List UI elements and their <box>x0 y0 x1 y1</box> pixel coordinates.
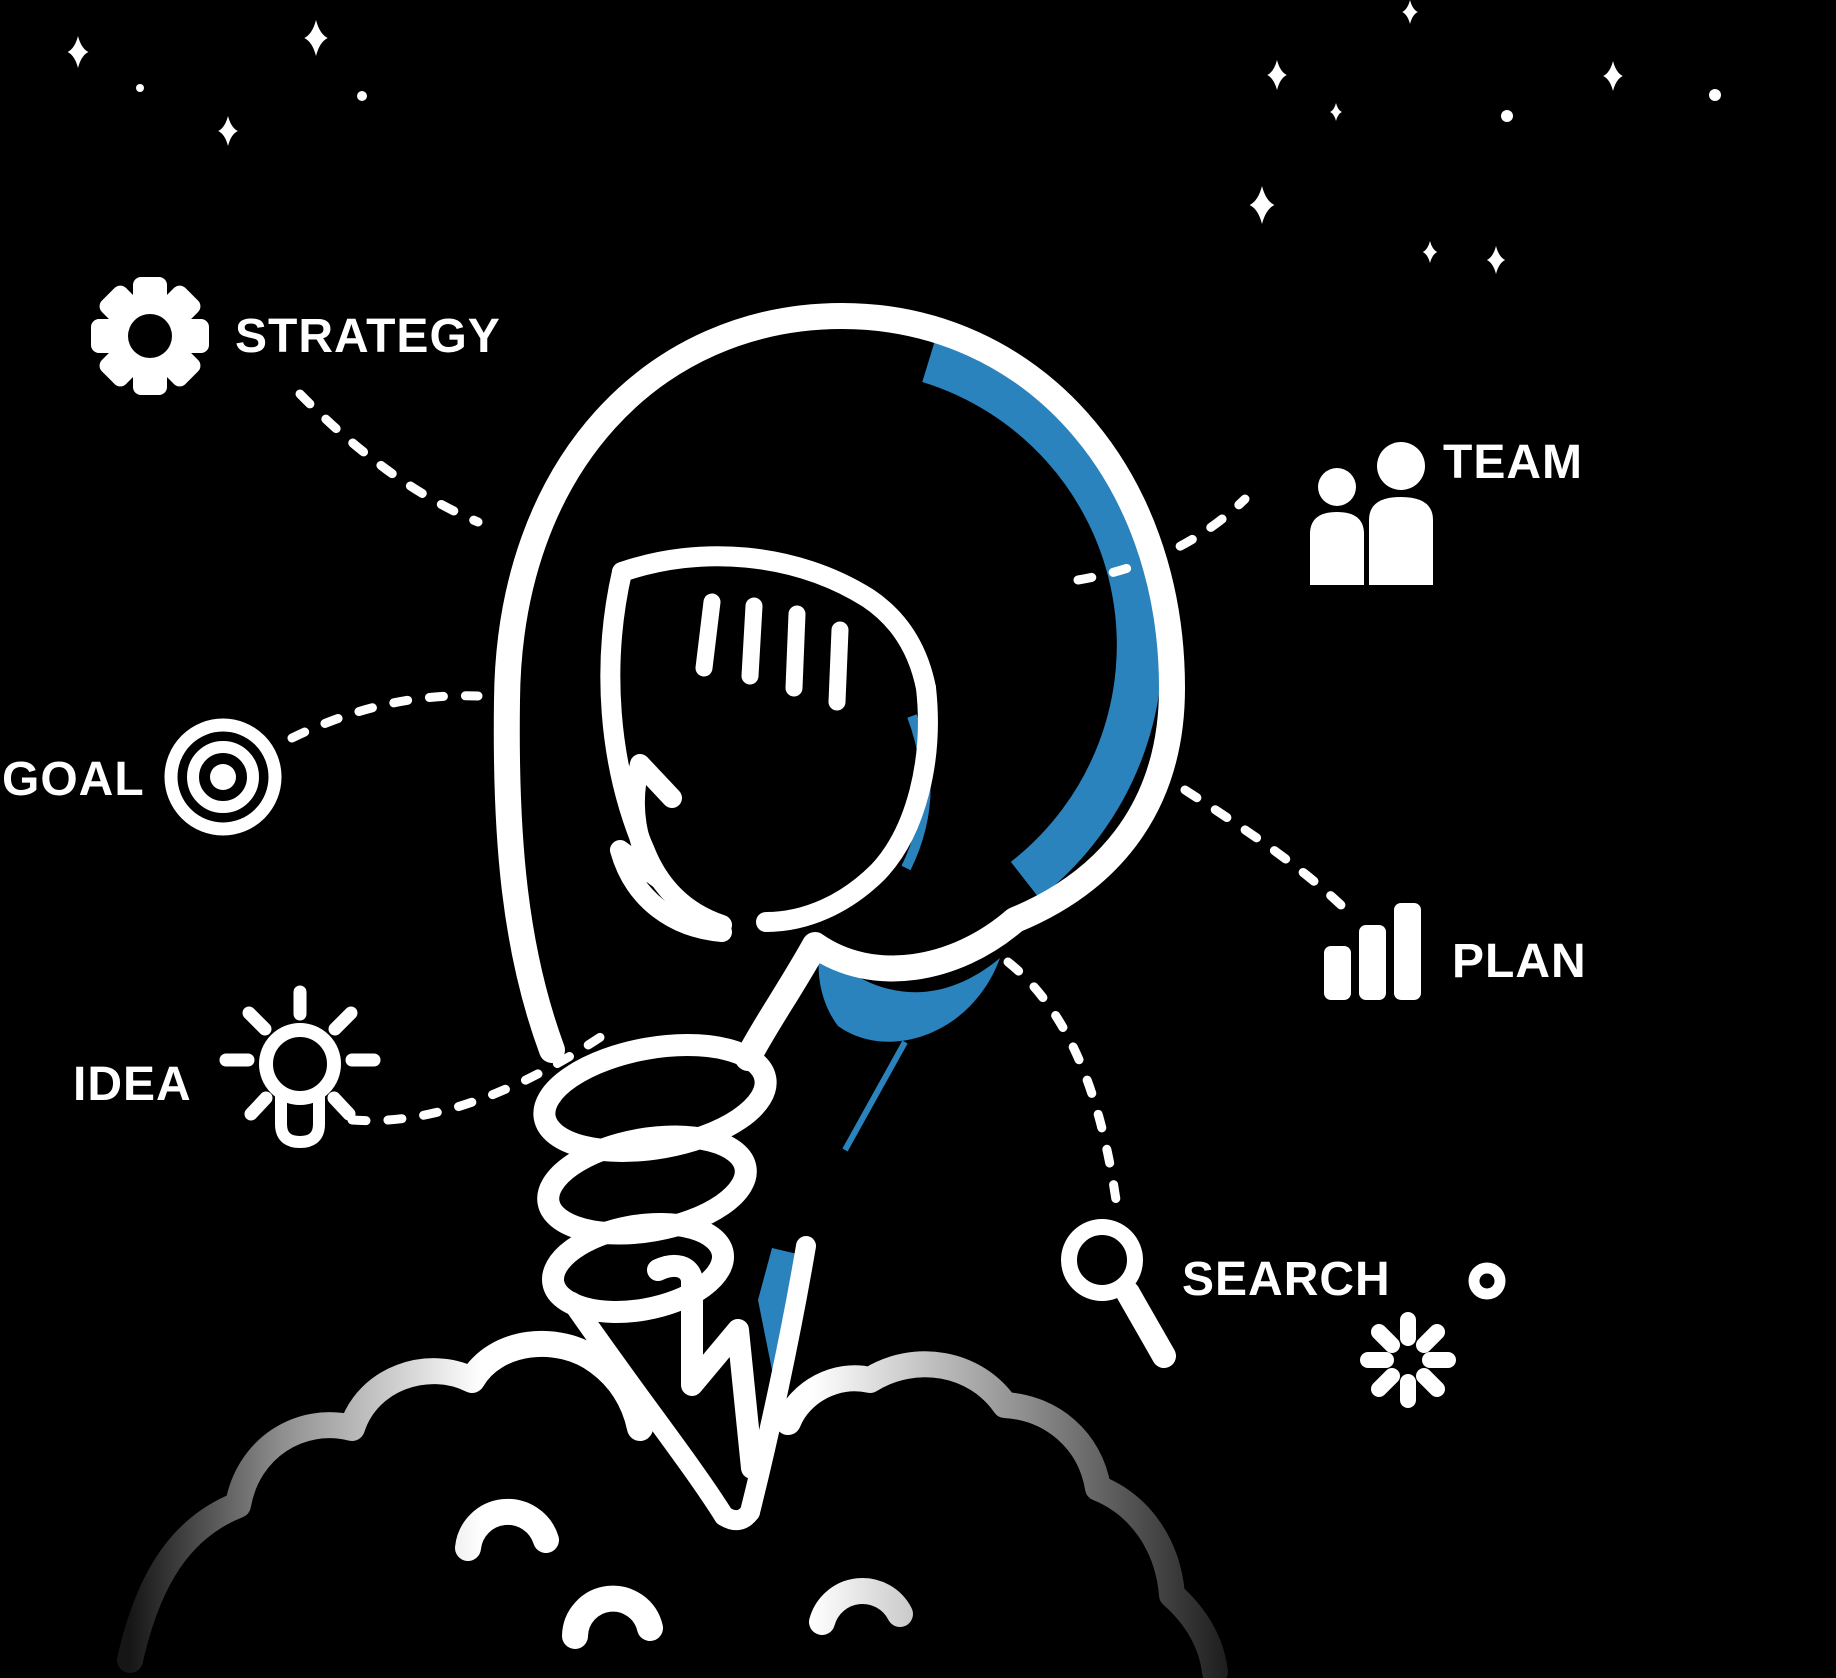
arrow-fletching <box>600 546 938 942</box>
cloud-inner-arc <box>562 1585 663 1649</box>
sparkle-stars <box>67 0 1623 274</box>
strategy-item: STRATEGY <box>91 277 501 395</box>
fletching-lines <box>695 593 849 711</box>
bulb-rocket-illustration <box>493 303 1185 1531</box>
search-item: SEARCH <box>1061 1219 1391 1368</box>
goal-connector <box>287 691 483 743</box>
donut-circle <box>1468 1262 1506 1300</box>
search-label: SEARCH <box>1182 1253 1391 1306</box>
magnifier-icon <box>1061 1219 1176 1368</box>
lightning-bolt <box>647 1254 763 1479</box>
people-icon <box>1310 442 1433 585</box>
bulb-blue-under-crescent <box>818 948 1000 1042</box>
strategy-connector <box>295 389 483 527</box>
team-label: TEAM <box>1443 436 1583 489</box>
dot-stars <box>136 84 1721 122</box>
plan-label: PLAN <box>1452 935 1587 988</box>
search-connector <box>1003 957 1121 1205</box>
target-icon <box>164 718 282 836</box>
lightbulb-rays <box>219 985 381 1121</box>
idea-label: IDEA <box>73 1058 192 1111</box>
bulb-cone-tip <box>562 1236 816 1531</box>
gear-icon <box>91 277 209 395</box>
bar-chart-icon <box>1324 903 1421 1000</box>
bulb-blue-crescent <box>922 338 1163 899</box>
dashed-connectors <box>287 389 1347 1205</box>
lightbulb-icon <box>219 985 381 1148</box>
bulb-coil <box>533 1034 777 1323</box>
cloud-right-edge <box>775 1351 1228 1678</box>
goal-item: GOAL <box>2 718 282 836</box>
team-item: TEAM <box>1310 436 1583 585</box>
plan-item: PLAN <box>1324 903 1587 1000</box>
cloud-left-edge <box>117 1330 653 1673</box>
plan-connector <box>1180 785 1347 911</box>
loading-spinner-icon <box>1360 1312 1456 1408</box>
blue-thin-line <box>842 1040 908 1152</box>
cloud-inner-arc <box>809 1578 913 1635</box>
bulb-outline <box>493 303 1185 1071</box>
goal-label: GOAL <box>2 753 145 806</box>
cloud-inner-arc <box>455 1498 559 1561</box>
smoke-cloud <box>117 1330 1228 1678</box>
strategy-label: STRATEGY <box>235 310 501 363</box>
idea-item: IDEA <box>73 985 381 1148</box>
